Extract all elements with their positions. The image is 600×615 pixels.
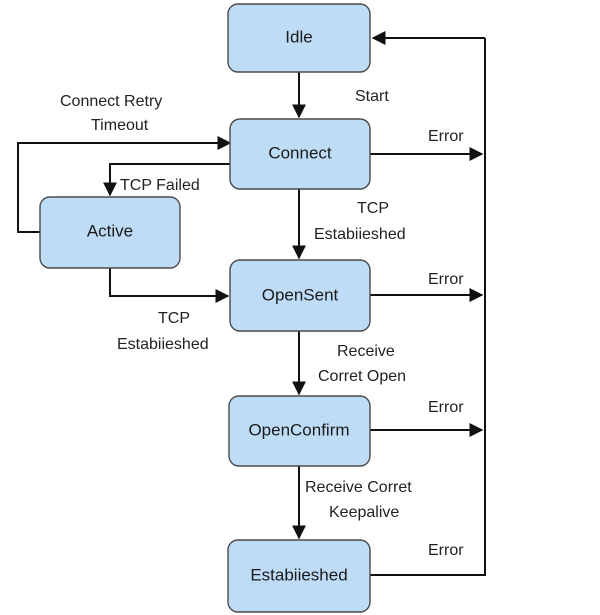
label-tcp-established-a-line1: TCP bbox=[357, 200, 389, 217]
state-idle: Idle bbox=[227, 3, 371, 73]
label-error-opensent: Error bbox=[428, 271, 464, 288]
label-receive-keepalive-line1: Receive Corret bbox=[305, 479, 412, 496]
label-connect-retry-line1: Connect Retry bbox=[60, 93, 162, 110]
state-established: Estabiieshed bbox=[227, 539, 371, 613]
label-start: Start bbox=[355, 88, 389, 105]
state-active-label: Active bbox=[87, 221, 133, 240]
edge-active-to-opensent bbox=[109, 268, 230, 303]
label-receive-open-line2: Corret Open bbox=[318, 368, 406, 385]
state-connect-label: Connect bbox=[268, 143, 332, 162]
state-established-label: Estabiieshed bbox=[250, 565, 347, 584]
edges bbox=[17, 31, 486, 576]
label-error-established: Error bbox=[428, 542, 464, 559]
state-opensent-label: OpenSent bbox=[262, 285, 339, 304]
state-openconfirm: OpenConfirm bbox=[228, 395, 371, 467]
label-error-openconfirm: Error bbox=[428, 399, 464, 416]
state-opensent: OpenSent bbox=[229, 259, 371, 332]
label-tcp-established-b-line1: TCP bbox=[158, 310, 190, 327]
label-receive-open-line1: Receive bbox=[337, 343, 395, 360]
transition-labels: Start Connect Retry Timeout TCP Failed T… bbox=[60, 88, 464, 559]
state-connect: Connect bbox=[229, 118, 371, 190]
label-tcp-failed: TCP Failed bbox=[120, 177, 200, 194]
edge-active-to-connect-retry bbox=[17, 136, 232, 233]
edge-connect-to-active-failed bbox=[103, 163, 230, 197]
label-error-connect: Error bbox=[428, 128, 464, 145]
state-openconfirm-label: OpenConfirm bbox=[248, 420, 349, 439]
state-active: Active bbox=[39, 196, 181, 269]
label-connect-retry-line2: Timeout bbox=[91, 117, 149, 134]
state-idle-label: Idle bbox=[285, 27, 312, 46]
label-receive-keepalive-line2: Keepalive bbox=[329, 504, 399, 521]
label-tcp-established-a-line2: Estabiieshed bbox=[314, 226, 406, 243]
edge-established-error bbox=[370, 38, 486, 576]
label-tcp-established-b-line2: Estabiieshed bbox=[117, 336, 209, 353]
